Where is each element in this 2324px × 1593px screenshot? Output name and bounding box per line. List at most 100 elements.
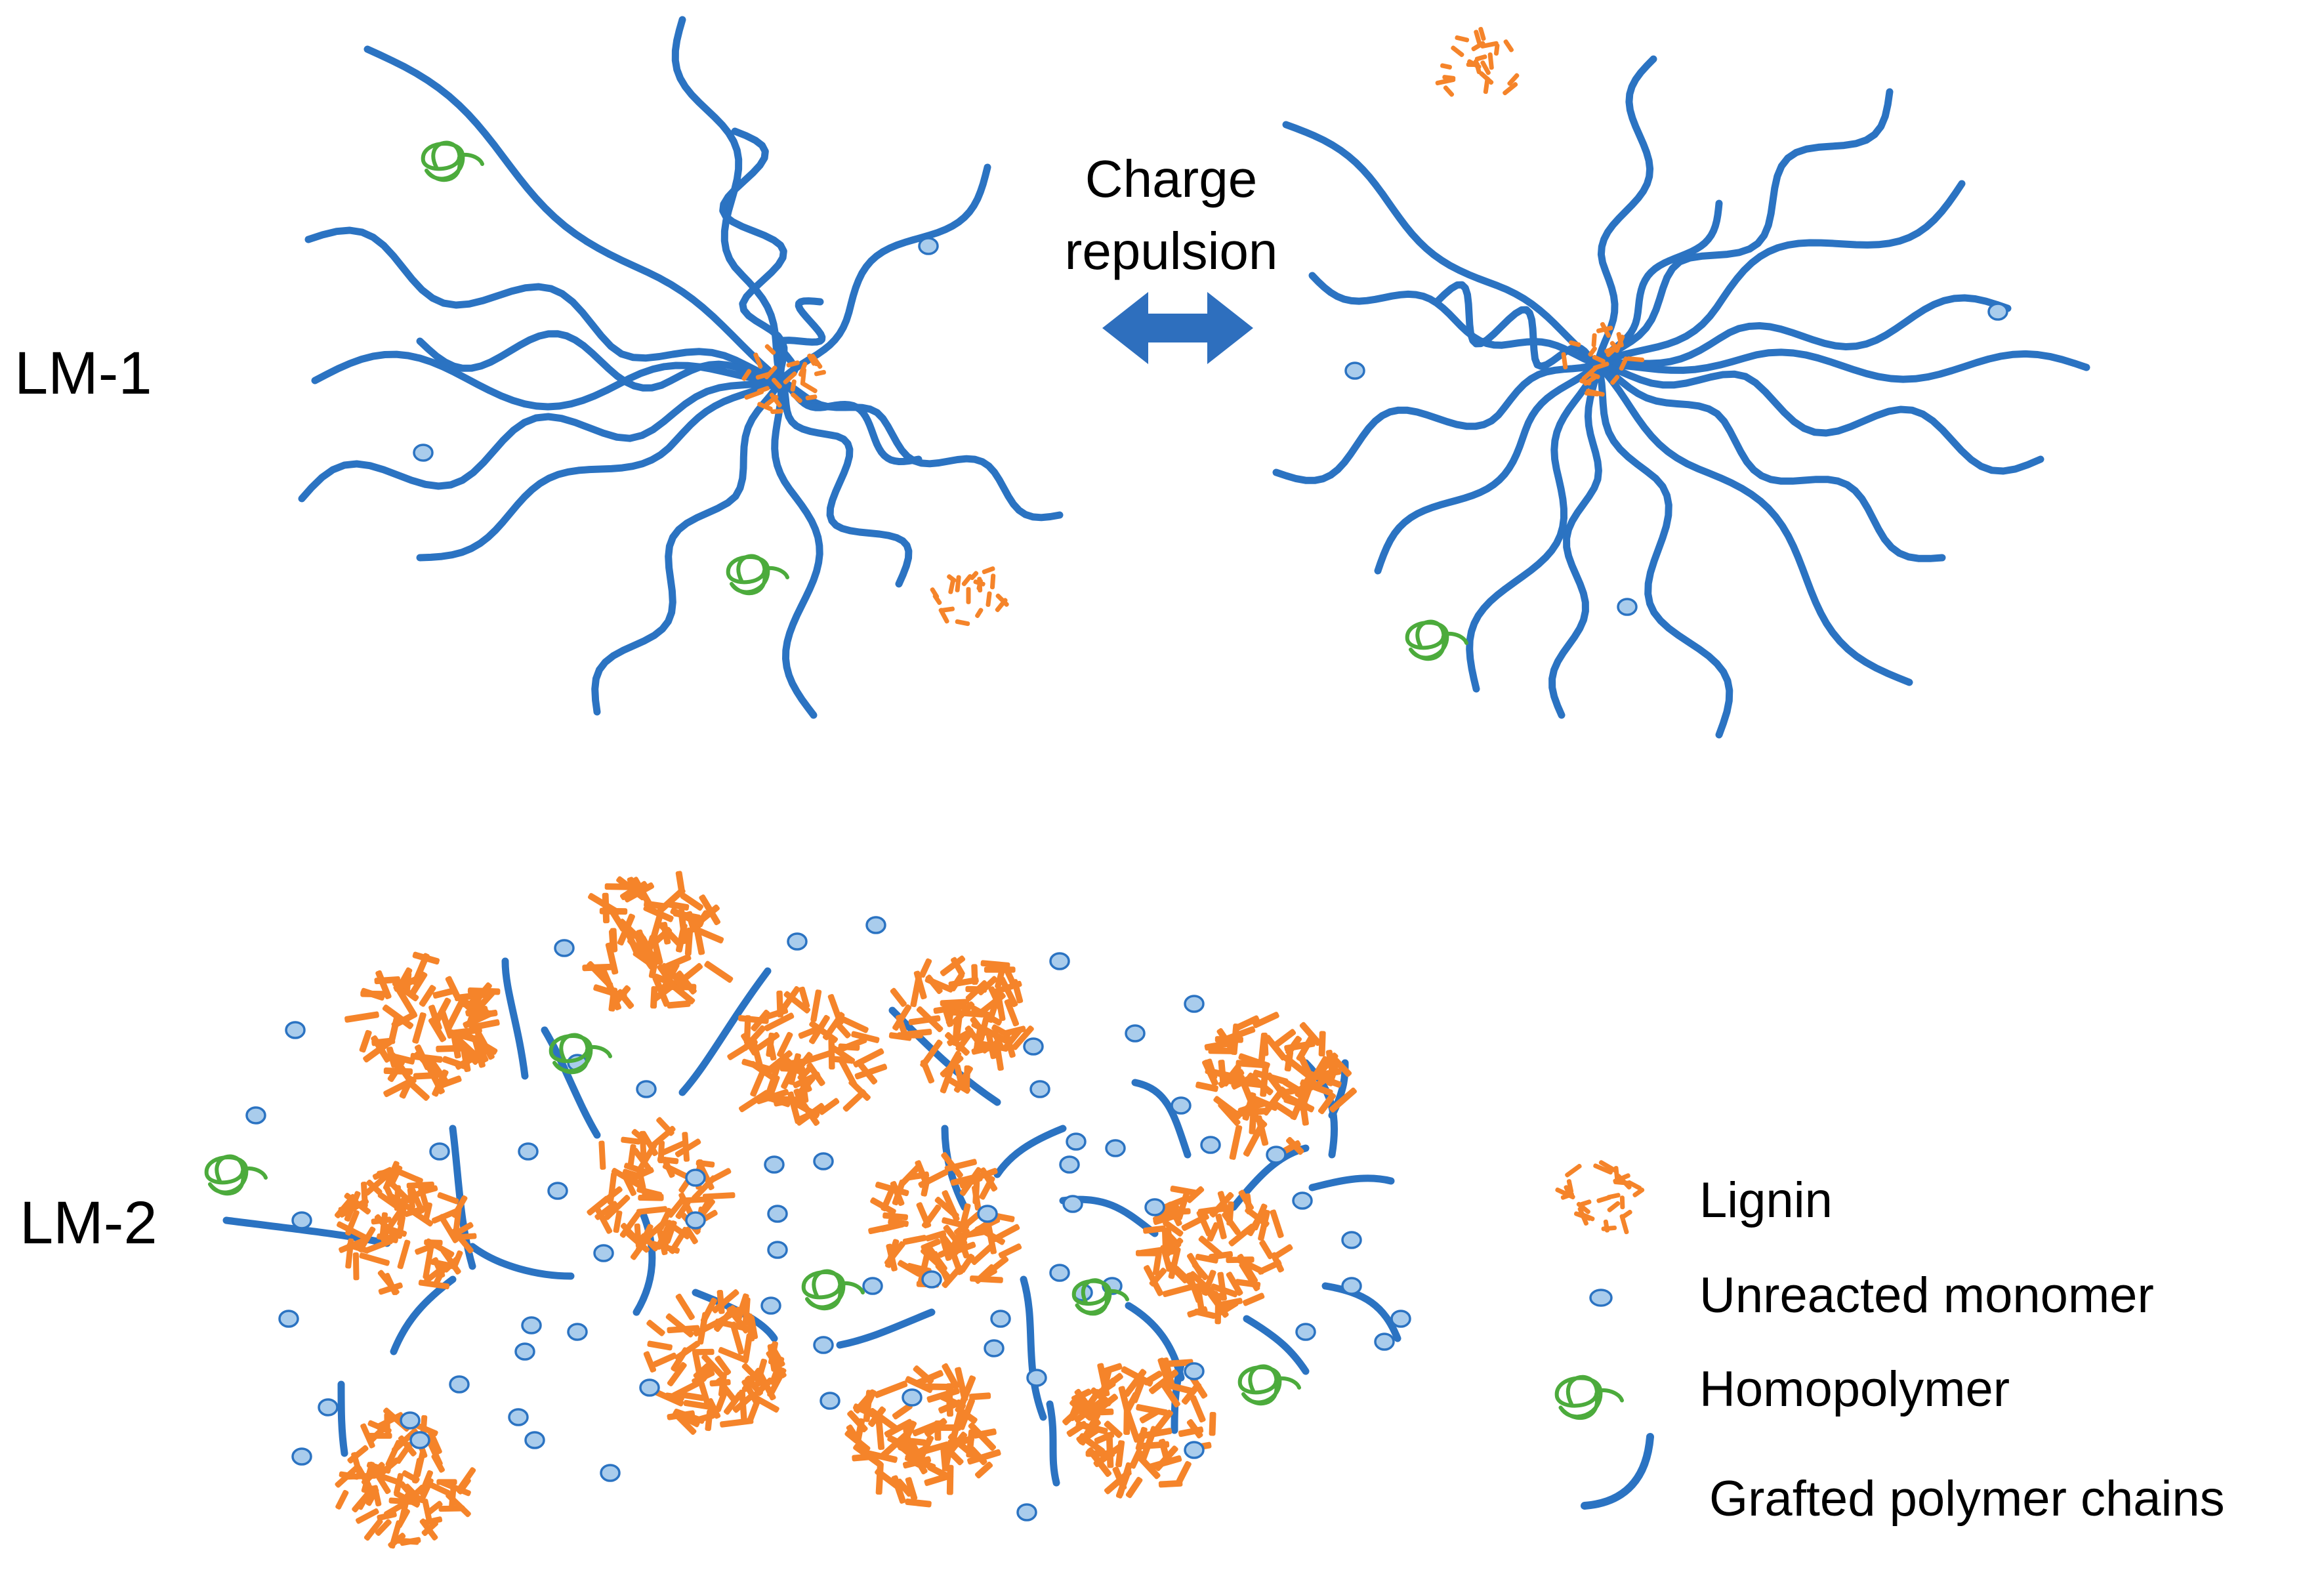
- monomer-dot: [1341, 1231, 1362, 1249]
- grafted-chain: [1594, 180, 1966, 368]
- monomer-dot: [984, 1339, 1005, 1357]
- lignin-particle: [888, 955, 1034, 1094]
- monomer-dot: [639, 1378, 660, 1397]
- legend-lignin-icon: [1555, 1160, 1645, 1235]
- homopolymer-coil: [549, 1033, 612, 1075]
- grafted-chain: [1046, 1400, 1060, 1487]
- grafted-chain: [1125, 1302, 1185, 1382]
- grafted-chain: [1594, 199, 1723, 368]
- lignin-particle: [1561, 321, 1645, 397]
- monomer-dot: [508, 1408, 529, 1426]
- monomer-dot: [820, 1392, 840, 1410]
- monomer-dot: [1049, 1264, 1070, 1282]
- monomer-dot: [902, 1388, 923, 1407]
- monomer-dot: [1295, 1323, 1316, 1341]
- monomer-dot: [1026, 1369, 1047, 1387]
- lignin-particle: [1136, 1186, 1293, 1325]
- monomer-dot: [1200, 1136, 1221, 1154]
- grafted-chain: [468, 1243, 575, 1280]
- grafted-chain: [993, 1125, 1067, 1178]
- grafted-chain: [678, 967, 772, 1096]
- double-arrow-icon: [1102, 292, 1253, 364]
- lm1-label: LM-1: [14, 340, 152, 407]
- lm1-grafted-chains: [298, 16, 2090, 739]
- monomer-dot: [1184, 1441, 1205, 1459]
- monomer-dot: [449, 1375, 470, 1394]
- unreacted-monomers: [245, 237, 2008, 1521]
- lignin-particle: [587, 1117, 736, 1260]
- lignin-particle: [844, 1363, 1001, 1508]
- monomer-dot: [521, 1316, 542, 1334]
- monomer-dot: [636, 1080, 657, 1098]
- monomer-dot: [1390, 1310, 1411, 1328]
- monomer-dot: [1016, 1503, 1037, 1521]
- monomer-dot: [1144, 1198, 1165, 1216]
- monomer-dot: [547, 1182, 568, 1200]
- legend-grafted-label: Grafted polymer chains: [1709, 1471, 2225, 1527]
- monomer-dot: [813, 1152, 834, 1170]
- grafted-chain: [1594, 360, 2044, 475]
- monomer-dot: [278, 1310, 299, 1328]
- grafted-chain: [1594, 360, 1733, 739]
- lm2-label: LM-2: [20, 1190, 157, 1256]
- monomer-dot: [767, 1205, 788, 1223]
- grafted-chain: [1131, 1079, 1192, 1159]
- monomer-dot: [518, 1142, 539, 1161]
- monomer-dot: [1344, 362, 1365, 380]
- grafted-chain: [1272, 360, 1602, 484]
- grafted-chain: [416, 377, 785, 562]
- grafted-chain: [777, 163, 991, 384]
- monomer-dot: [685, 1169, 706, 1187]
- homopolymer-coil: [421, 140, 484, 182]
- lignin-particle: [1195, 1012, 1357, 1160]
- grafted-chain: [541, 1026, 601, 1139]
- grafted-chain: [298, 377, 785, 503]
- monomer-dot: [245, 1106, 266, 1125]
- grafted-chain: [1594, 294, 2012, 368]
- monomer-dot: [685, 1211, 706, 1230]
- grafted-chain: [363, 45, 785, 384]
- lignin-particle: [1062, 1357, 1216, 1499]
- grafted-chain: [390, 1275, 457, 1355]
- monomer-dot: [593, 1244, 614, 1262]
- monomer-dot: [567, 1323, 588, 1341]
- charge-repulsion-line2: repulsion: [1065, 222, 1278, 280]
- lignin-particle: [868, 1152, 1022, 1289]
- monomer-dot: [1184, 1362, 1205, 1380]
- monomer-dot: [918, 237, 939, 255]
- monomer-dot: [1023, 1037, 1044, 1056]
- grafted-chain: [1243, 1315, 1310, 1375]
- lignin-particle: [1555, 1160, 1645, 1235]
- monomer-dot: [1125, 1024, 1146, 1043]
- grafted-chain: [1020, 1275, 1047, 1421]
- monomer-dot: [977, 1205, 998, 1223]
- monomer-dot: [429, 1142, 450, 1161]
- legend-homopolymer-label: Homopolymer: [1699, 1361, 2010, 1417]
- monomer-dot: [1059, 1155, 1080, 1174]
- monomer-dot: [813, 1336, 834, 1354]
- monomer-dot: [409, 1431, 430, 1449]
- monomer-dot: [291, 1211, 312, 1230]
- lignin-particle: [1435, 26, 1520, 97]
- monomer-dot: [554, 939, 575, 957]
- monomer-dot: [1066, 1132, 1087, 1151]
- grafted-chain: [1594, 348, 2090, 383]
- grafted-chain: [337, 1380, 348, 1457]
- grafted-chain: [633, 1210, 656, 1316]
- lignin-particle: [334, 1161, 477, 1296]
- homopolymer-coil: [1405, 619, 1468, 661]
- grafted-chain: [1308, 1174, 1395, 1191]
- monomer-dot: [1184, 995, 1205, 1013]
- grafted-chain: [1548, 360, 1602, 719]
- monomer-dot: [767, 1241, 788, 1259]
- homopolymer-coil: [204, 1154, 268, 1196]
- monomer-dot: [413, 444, 434, 462]
- grafted-chain: [1594, 360, 1913, 686]
- grafted-chain: [777, 377, 913, 588]
- grafted-chain: [1466, 360, 1602, 693]
- grafted-chain: [1433, 281, 1602, 370]
- lignin-particle: [344, 951, 501, 1101]
- monomer-dot: [1105, 1139, 1126, 1157]
- monomer-dot: [1987, 302, 2008, 321]
